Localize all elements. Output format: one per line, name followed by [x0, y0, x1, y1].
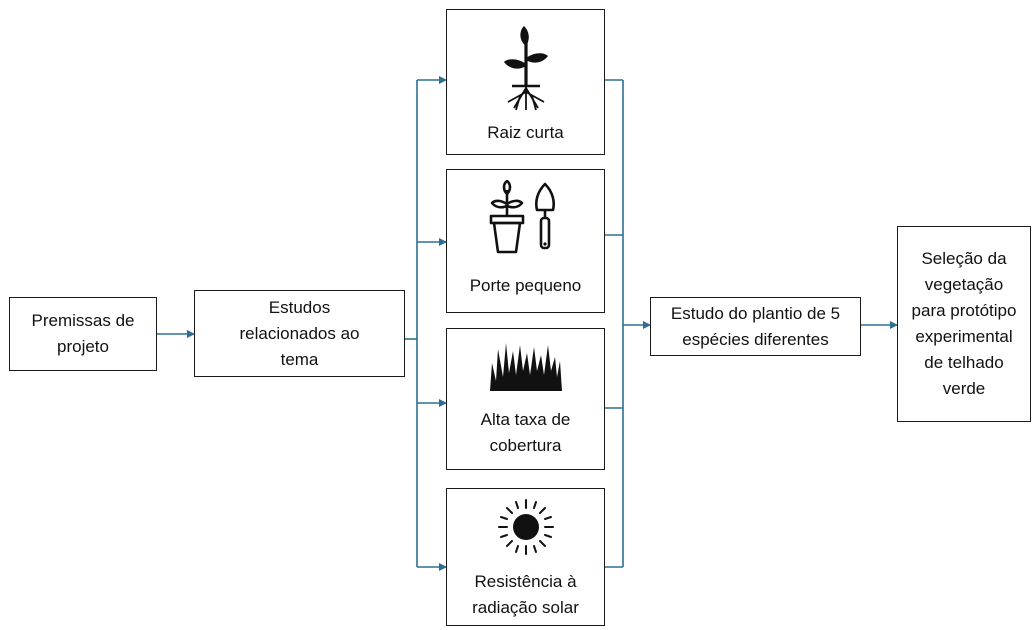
- criterion-raiz-curta: Raiz curta: [446, 9, 605, 155]
- selecao-label: Seleção da vegetação para protótipo expe…: [911, 249, 1017, 398]
- criterion-label: Resistência à radiação solar: [447, 569, 604, 621]
- criterion-label: Porte pequeno: [469, 276, 582, 295]
- criterion-label-text: Alta taxa de cobertura: [480, 410, 571, 455]
- estudos-label: Estudos relacionados ao tema: [239, 297, 360, 369]
- premissas-label: Premissas de projeto: [31, 311, 135, 356]
- potted-plant-trowel-icon: [447, 180, 604, 256]
- premissas-box: Premissas de projeto: [9, 297, 157, 371]
- criterion-label: Alta taxa de cobertura: [447, 407, 604, 459]
- sun-icon: [447, 497, 604, 557]
- grass-icon: [447, 341, 604, 391]
- estudos-box: Estudos relacionados ao tema: [194, 290, 405, 377]
- criterion-radiacao-solar: Resistência à radiação solar: [446, 488, 605, 626]
- selecao-box: Seleção da vegetação para protótipo expe…: [897, 226, 1031, 422]
- criterion-label: Raiz curta: [487, 123, 564, 142]
- criterion-porte-pequeno: Porte pequeno: [446, 169, 605, 313]
- plantio-label: Estudo do plantio de 5 espécies diferent…: [670, 303, 841, 349]
- plant-root-icon: [447, 24, 604, 112]
- plantio-box: Estudo do plantio de 5 espécies diferent…: [650, 297, 861, 356]
- criterion-alta-cobertura: Alta taxa de cobertura: [446, 328, 605, 470]
- criterion-label-text: Resistência à radiação solar: [472, 572, 579, 617]
